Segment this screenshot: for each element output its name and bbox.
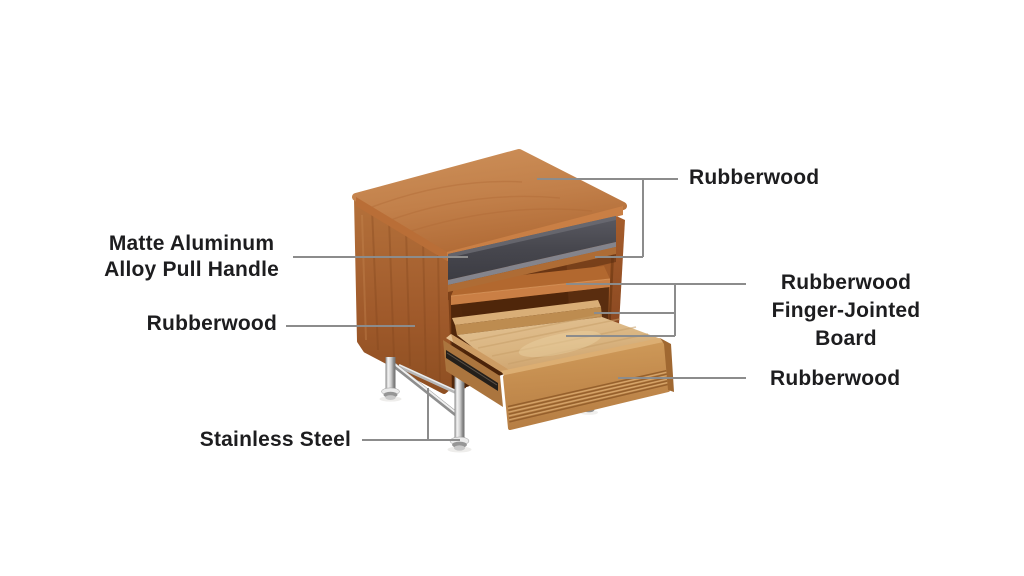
callout-line-top-panel [537,178,678,258]
leg-front-left [381,357,400,400]
label-legs-stainless-steel: Stainless Steel [199,428,351,451]
open-drawer [443,300,674,430]
drawer-front-reeding [507,369,668,423]
label-finger-jointed-board: Rubberwood Finger-Jointed Board [757,269,935,353]
callout-line-finger-jointed-board [566,283,746,337]
callout-line-legs [362,388,460,441]
label-pull-handle-line2: Alloy Pull Handle [104,258,279,281]
label-top-panel-rubberwood: Rubberwood [689,166,820,189]
drawer-bottom-board [457,317,661,372]
label-board-line2: Finger-Jointed Board [771,299,921,350]
stainless-steel-legs [379,357,598,453]
label-pull-handle: Matte Aluminum Alloy Pull Handle [104,231,279,283]
pull-handle [448,216,616,292]
label-drawer-front-rubberwood: Rubberwood [770,367,901,390]
label-board-line1: Rubberwood [780,271,912,294]
shelf-board [451,266,610,296]
cabinet-top-panel [352,149,627,261]
label-pull-handle-line1: Matte Aluminum [108,232,275,255]
wood-strip-under-handle [448,247,616,292]
label-side-panel-rubberwood: Rubberwood [146,312,277,335]
